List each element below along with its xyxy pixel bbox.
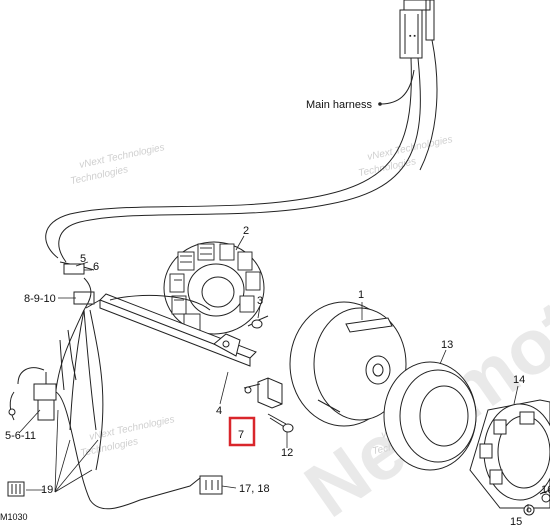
callout-2: 2	[243, 225, 249, 237]
svg-text:Technologies: Technologies	[70, 164, 130, 187]
callout-8-9-10: 8-9-10	[24, 293, 56, 305]
svg-text:▪ ▪: ▪ ▪	[409, 33, 416, 40]
callout-3: 3	[257, 295, 263, 307]
callout-14: 14	[513, 374, 525, 386]
ring-gear	[383, 361, 477, 471]
main-harness-connector: ▪ ▪	[399, 0, 435, 59]
callout-6: 6	[93, 261, 99, 273]
highlight-callout-7: 7	[228, 416, 256, 447]
callout-16: 16	[541, 484, 550, 496]
highlight-box	[228, 416, 256, 447]
stator	[163, 241, 265, 335]
cover	[469, 399, 550, 509]
bolt-3	[247, 315, 269, 329]
callout-19: 19	[41, 484, 53, 496]
watermark-top-right: vNext Technologies Technologies	[358, 134, 454, 179]
main-harness-label: Main harness	[306, 99, 373, 111]
mounting-bar	[85, 293, 257, 367]
callout-17-18: 17, 18	[239, 483, 270, 495]
callout-15: 15	[510, 516, 522, 528]
washer-15	[523, 504, 535, 516]
callout-13: 13	[441, 339, 453, 351]
main-harness-arrow: Main harness	[306, 69, 415, 111]
figure-code: M1030	[0, 512, 28, 522]
svg-text:Technologies: Technologies	[80, 436, 140, 459]
callout-4: 4	[216, 405, 222, 417]
watermark-top-left: vNext Technologies Technologies	[70, 142, 166, 187]
callout-12: 12	[281, 447, 293, 459]
callout-5: 5	[80, 253, 86, 265]
flywheel	[289, 301, 407, 427]
bolt-16	[539, 489, 550, 503]
part-19	[7, 481, 25, 497]
wire-harness	[45, 39, 438, 263]
left-wiring	[8, 261, 211, 510]
callout-7: 7	[238, 429, 244, 441]
watermark-bottom-left: vNext Technologies Technologies	[80, 414, 176, 459]
connector-17-18	[199, 475, 223, 495]
leader-lines	[19, 235, 529, 512]
callout-1: 1	[358, 289, 364, 301]
bolt-12	[267, 413, 294, 433]
callout-5-6-11: 5-6-11	[5, 430, 36, 442]
trigger-coil	[243, 377, 283, 409]
